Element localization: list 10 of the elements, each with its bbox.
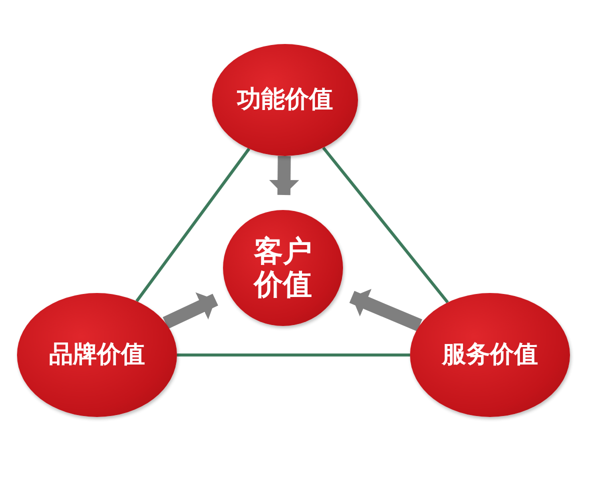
- ellipse-label: 功能价值: [237, 86, 333, 114]
- ellipse-label: 服务价值: [442, 341, 538, 369]
- ellipse-label: 客户价值: [252, 234, 313, 302]
- block-arrow: [269, 156, 300, 196]
- ellipse-label: 品牌价值: [49, 341, 145, 369]
- block-arrow: [349, 288, 422, 332]
- block-arrow: [162, 292, 218, 329]
- connector-line: [322, 146, 449, 304]
- connector-line: [136, 148, 250, 302]
- connector-line: [177, 354, 410, 356]
